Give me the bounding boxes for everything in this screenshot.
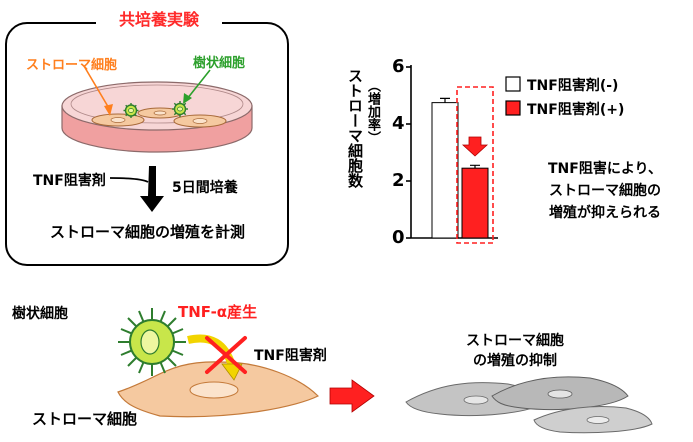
decrease-arrow-icon — [461, 136, 489, 157]
stromal-cell-illustration — [117, 361, 320, 418]
mechanism-inhibitor-label: TNF阻害剤 — [254, 348, 327, 364]
inhibitor-label: TNF阻害剤 — [33, 173, 106, 189]
legend-label-control: TNF阻害剤(-) — [527, 78, 619, 94]
highlight-dashed-box — [456, 86, 494, 244]
annotation-line-1: TNF阻害により、 — [548, 161, 662, 177]
tnf-production-label: TNF-α産生 — [178, 303, 258, 321]
inhibition-cross-icon — [205, 336, 247, 374]
y-axis-sublabel: （増加率） — [365, 79, 380, 144]
y-tick-label-4: 4 — [392, 113, 405, 134]
legend-label-inhibitor: TNF阻害剤(+) — [527, 102, 625, 118]
mechanism-dendritic-label: 樹状細胞 — [12, 306, 68, 322]
bar-0 — [431, 102, 459, 239]
culture-arrow — [109, 166, 164, 212]
y-tick-label-6: 6 — [392, 56, 405, 77]
result-line-1: ストローマ細胞 — [466, 333, 564, 349]
suppressed-stromal-cells — [405, 376, 653, 434]
annotation-line-2: ストローマ細胞の — [549, 183, 661, 199]
stromal-pointer-arrow — [83, 65, 113, 116]
legend-markers — [505, 76, 521, 116]
annotation-line-3: 増殖が抑えられる — [549, 205, 661, 221]
result-annotation: TNF阻害により、 ストローマ細胞の 増殖が抑えられる — [525, 158, 685, 224]
bars — [431, 97, 489, 239]
dendritic-cell-illustration — [118, 308, 186, 376]
dish-dendritic-cell-2 — [172, 101, 188, 117]
stromal-cell-label: ストローマ細胞 — [26, 58, 118, 73]
experiment-title: 共培養実験 — [96, 9, 222, 31]
dendritic-cell-label: 樹状細胞 — [193, 56, 246, 71]
legend-swatch-control — [505, 76, 521, 92]
measure-label: ストローマ細胞の増殖を計測 — [50, 223, 246, 241]
dendritic-pointer-arrow — [183, 69, 211, 104]
y-tick-marks — [406, 66, 411, 239]
error-bar-1 — [470, 164, 480, 169]
suppression-result-label: ストローマ細胞 の増殖の抑制 — [430, 331, 600, 371]
result-line-2: の増殖の抑制 — [473, 353, 557, 369]
result-arrow — [329, 379, 375, 413]
y-tick-label-2: 2 — [392, 170, 405, 191]
y-tick-label-0: 0 — [392, 227, 405, 248]
dish-dendritic-cell-1 — [123, 103, 139, 118]
error-bar-0 — [440, 97, 450, 103]
culture-duration-label: 5日間培養 — [172, 180, 238, 196]
legend-swatch-inhibitor — [505, 100, 521, 116]
y-axis-label: ストローマ細胞数 — [346, 68, 364, 188]
highlight-annotation — [456, 86, 494, 244]
bar-1 — [461, 167, 489, 239]
mechanism-stromal-label: ストローマ細胞 — [32, 410, 138, 428]
